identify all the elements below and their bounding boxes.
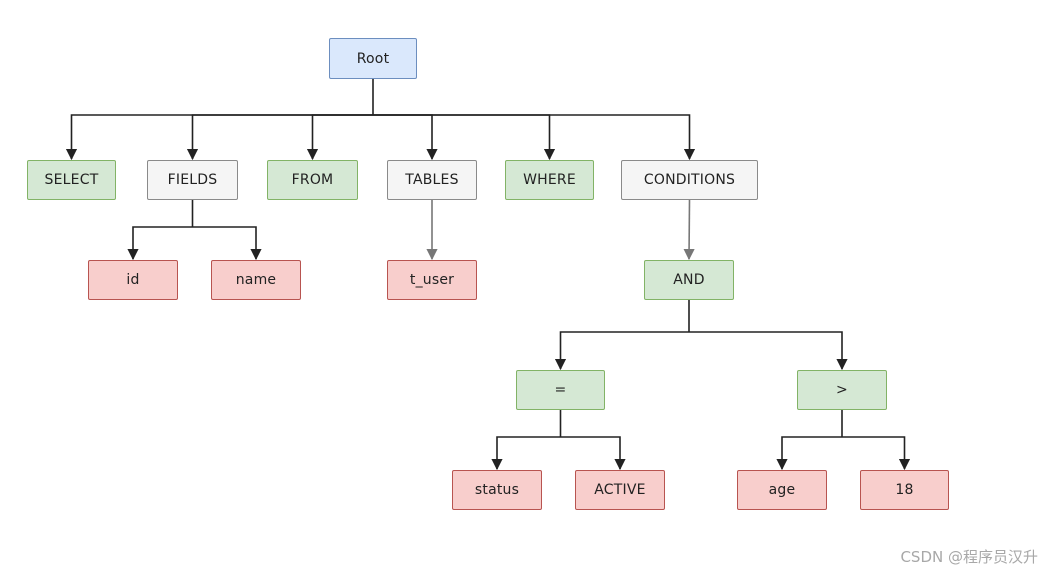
node-conditions: CONDITIONS <box>621 160 758 200</box>
edge-eq-active <box>560 436 626 471</box>
node-active: ACTIVE <box>575 470 665 510</box>
node-name: name <box>211 260 301 300</box>
node-id: id <box>88 260 178 300</box>
node-status: status <box>452 470 542 510</box>
edge-gt-eighteen <box>842 436 911 471</box>
node-and: AND <box>644 260 734 300</box>
watermark: CSDN @程序员汉升 <box>900 548 1038 566</box>
node-18: 18 <box>860 470 949 510</box>
node-age: age <box>737 470 827 510</box>
edge-root-fields <box>186 114 373 161</box>
edge-fields-id <box>127 226 193 261</box>
edge-root-select <box>65 114 373 161</box>
node-where: WHERE <box>505 160 594 200</box>
edge-conditions-and <box>683 199 695 261</box>
node-tables: TABLES <box>387 160 477 200</box>
edge-root-where <box>373 114 556 161</box>
edge-root-conditions <box>373 114 696 161</box>
node-from: FROM <box>267 160 358 200</box>
edge-eq-status <box>491 436 561 471</box>
edge-root-tables <box>373 114 438 161</box>
node-t-user: t_user <box>387 260 477 300</box>
edge-root-from <box>306 114 373 161</box>
node-fields: FIELDS <box>147 160 238 200</box>
node-greater-than: > <box>797 370 887 410</box>
node-equals: = <box>516 370 605 410</box>
edge-gt-age <box>776 436 842 471</box>
node-root: Root <box>329 38 417 79</box>
edge-and-gt <box>689 331 848 371</box>
edge-fields-name <box>192 226 262 261</box>
edge-and-eq <box>554 331 689 371</box>
node-select: SELECT <box>27 160 116 200</box>
